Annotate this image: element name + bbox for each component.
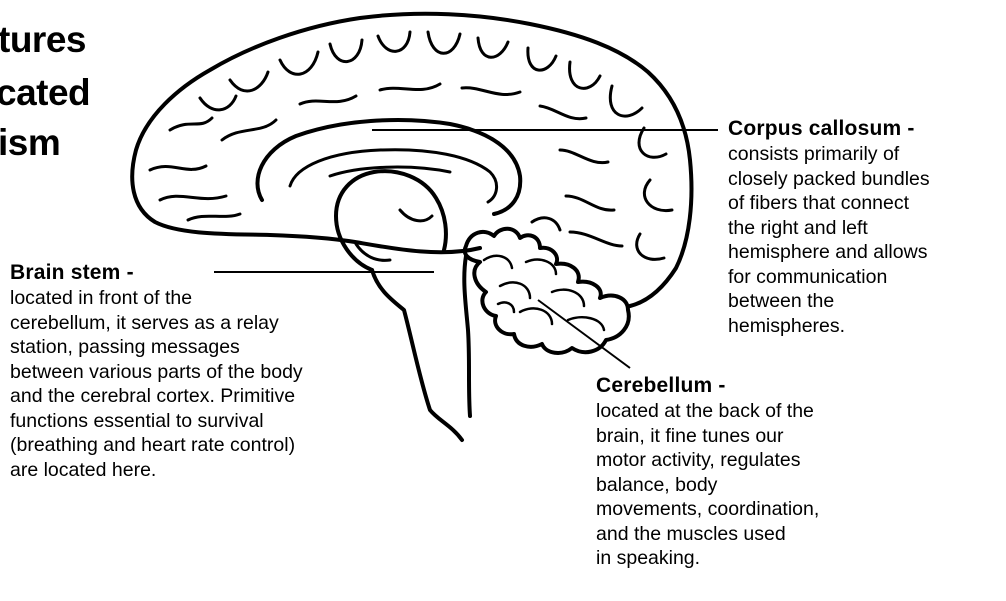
- cerebellum-text-6: and the muscles used: [596, 522, 819, 547]
- corpus-callosum-inner: [290, 150, 497, 202]
- corpus-callosum-text-5: hemisphere and allows: [728, 240, 930, 265]
- brain-stem-label: Brain stem - located in front of the cer…: [10, 260, 303, 482]
- cerebellum-text-1: located at the back of the: [596, 399, 819, 424]
- cerebellum-text-7: in speaking.: [596, 546, 819, 571]
- corpus-callosum-text-1: consists primarily of: [728, 142, 930, 167]
- corpus-callosum-text-3: of fibers that connect: [728, 191, 930, 216]
- corpus-callosum-text-4: the right and left: [728, 216, 930, 241]
- cerebellum-heading: Cerebellum -: [596, 373, 819, 399]
- corpus-callosum-text-8: hemispheres.: [728, 314, 930, 339]
- corpus-callosum-text-2: closely packed bundles: [728, 167, 930, 192]
- cerebellum-text-4: balance, body: [596, 473, 819, 498]
- brain-stem-text-2: cerebellum, it serves as a relay: [10, 311, 303, 336]
- cerebellum-text-2: brain, it fine tunes our: [596, 424, 819, 449]
- cerebellum-folds: [484, 256, 604, 330]
- brain-stem-heading: Brain stem -: [10, 260, 303, 286]
- cerebellum-leader: [538, 300, 630, 368]
- brain-stem-text-1: located in front of the: [10, 286, 303, 311]
- corpus-callosum-heading: Corpus callosum -: [728, 116, 930, 142]
- cortex-gyri: [150, 32, 672, 259]
- brain-stem-text-4: between various parts of the body: [10, 360, 303, 385]
- brain-stem-text-7: (breathing and heart rate control): [10, 433, 303, 458]
- thalamus-outline: [336, 171, 446, 270]
- brain-stem-text-3: station, passing messages: [10, 335, 303, 360]
- corpus-callosum-text-7: between the: [728, 289, 930, 314]
- corpus-callosum-text-6: for communication: [728, 265, 930, 290]
- cerebellum-text-3: motor activity, regulates: [596, 448, 819, 473]
- cerebellum-label: Cerebellum - located at the back of the …: [596, 373, 819, 571]
- brain-stem-text-5: and the cerebral cortex. Primitive: [10, 384, 303, 409]
- brainstem-outline: [372, 256, 470, 440]
- brain-stem-text-6: functions essential to survival: [10, 409, 303, 434]
- cerebellum-outline: [465, 229, 629, 353]
- corpus-callosum-label: Corpus callosum - consists primarily of …: [728, 116, 930, 338]
- cerebellum-text-5: movements, coordination,: [596, 497, 819, 522]
- brain-stem-text-8: are located here.: [10, 458, 303, 483]
